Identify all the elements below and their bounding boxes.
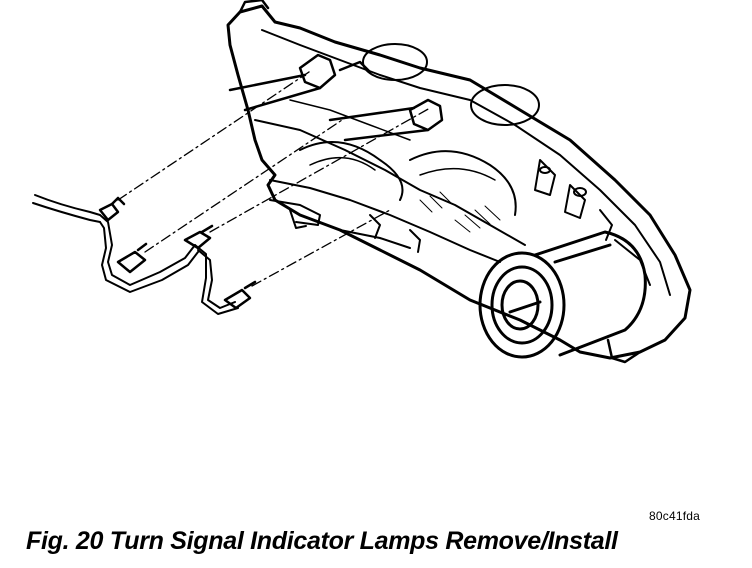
lamp-socket-middle (328, 98, 444, 142)
figure-caption: Fig. 20 Turn Signal Indicator Lamps Remo… (26, 527, 618, 555)
bulb-connector-4 (223, 280, 257, 310)
mounting-tab-bottom (606, 338, 642, 364)
inner-channel-3 (289, 99, 411, 141)
housing-top-ridge (261, 29, 671, 296)
mounting-tab-top (238, 0, 270, 14)
bulb-connector-3 (183, 224, 214, 250)
inner-channel-2 (269, 179, 501, 263)
lower-bracket (269, 199, 421, 253)
shading-lines (419, 191, 501, 233)
cluster-housing-illustration (32, 0, 692, 364)
inner-arc-2 (409, 150, 517, 216)
rear-boss-left (362, 43, 428, 81)
bulb-connector-1 (98, 196, 126, 222)
rear-boss-right (470, 84, 540, 126)
inner-arc-1 (299, 141, 404, 201)
cylindrical-boss (478, 230, 647, 359)
inner-arc-3 (419, 167, 496, 181)
inner-arc-4 (309, 156, 376, 171)
bulb-connector-2 (116, 242, 148, 274)
figure-reference-code: 80c41fda (649, 509, 700, 523)
inner-channel-1 (254, 119, 526, 246)
housing-outline (226, 4, 692, 360)
alignment-leaders (117, 69, 431, 287)
wiring-harness (32, 194, 239, 315)
